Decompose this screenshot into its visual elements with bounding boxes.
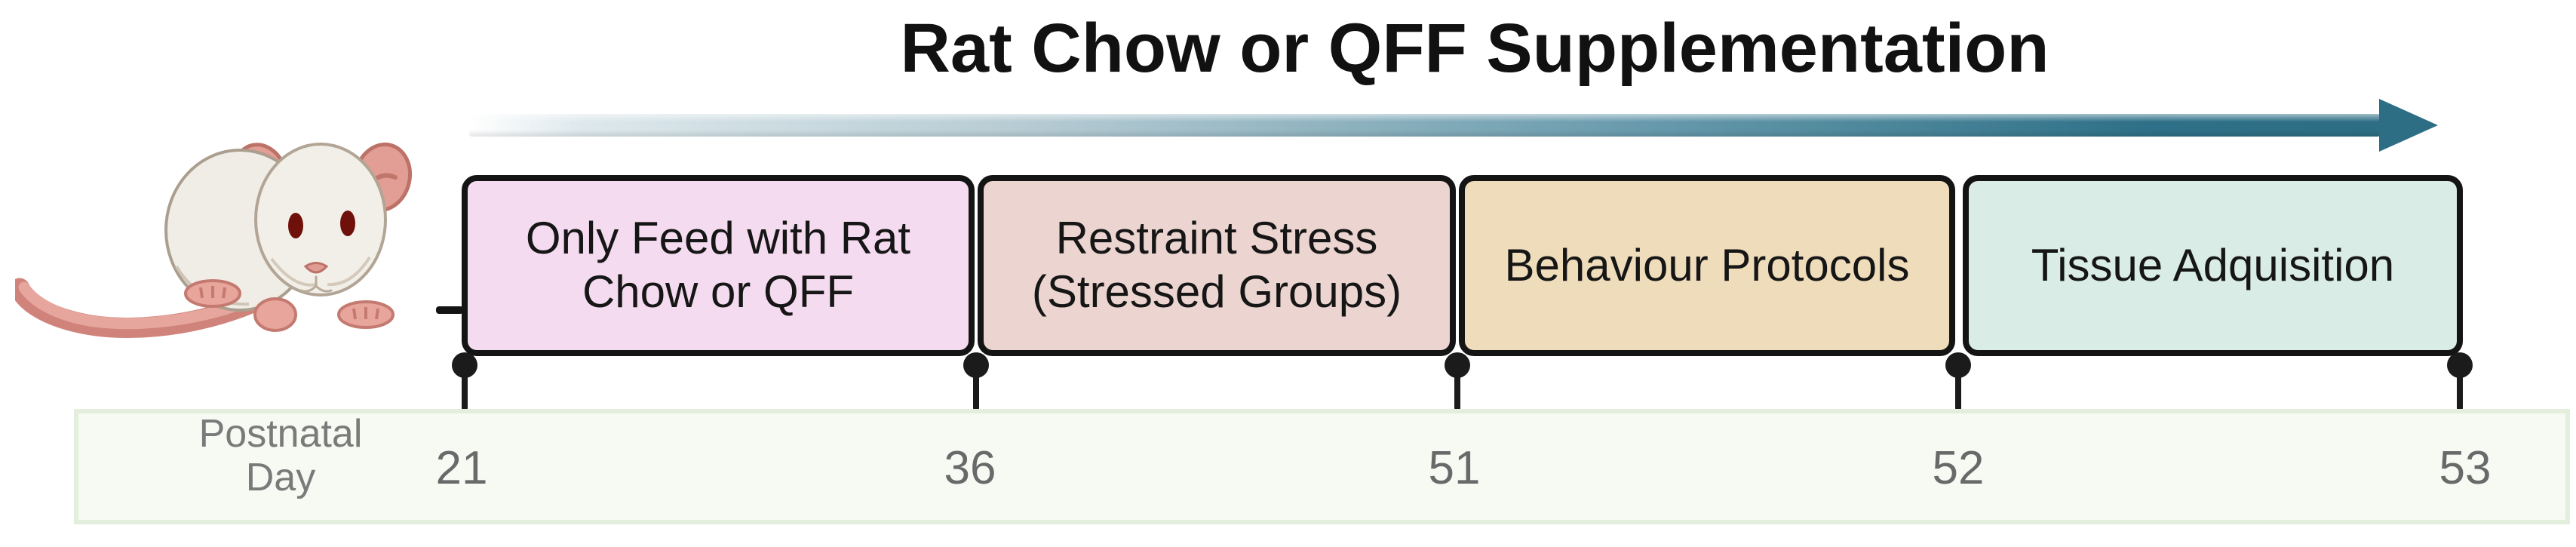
phase-label: Behaviour Protocols — [1504, 239, 1910, 290]
rat-head — [254, 143, 387, 297]
phase-box-tissue-adquisition: Tissue Adquisition — [1963, 175, 2463, 356]
phase-box-feed-only: Only Feed with Rat Chow or QFF — [462, 175, 975, 356]
day-label: 36 — [944, 442, 996, 494]
day-label: 52 — [1932, 442, 1985, 494]
connector-dot — [452, 352, 477, 378]
phase-box-restraint-stress: Restraint Stress (Stressed Groups) — [978, 175, 1456, 356]
supplementation-arrow-shaft — [469, 114, 2381, 137]
axis-label: Postnatal Day — [198, 412, 363, 500]
timeline-start-tick — [436, 306, 463, 314]
day-label: 53 — [2439, 442, 2492, 494]
postnatal-day-axis — [74, 409, 2570, 524]
rat-nose — [303, 262, 329, 274]
phase-label: Only Feed with Rat Chow or QFF — [525, 213, 911, 317]
connector-stem — [1454, 374, 1460, 410]
rat-hind-paw — [253, 297, 297, 332]
rat-icon — [15, 142, 413, 338]
rat-toes-left — [199, 286, 226, 299]
figure-title: Rat Chow or QFF Supplementation — [900, 10, 2049, 87]
rat-right-eye — [340, 211, 355, 236]
connector-stem — [1955, 374, 1961, 410]
phase-label: Tissue Adquisition — [2031, 239, 2395, 290]
connector-dot — [1445, 352, 1470, 378]
rat-left-eye — [288, 213, 303, 238]
day-label: 21 — [435, 442, 488, 494]
connector-stem — [2457, 374, 2463, 410]
phase-label: Restraint Stress (Stressed Groups) — [1031, 213, 1402, 317]
connector-stem — [462, 374, 468, 410]
phase-box-behaviour-protocols: Behaviour Protocols — [1459, 175, 1955, 356]
connector-dot — [963, 352, 989, 378]
supplementation-arrow-head-icon — [2379, 99, 2438, 152]
connector-stem — [973, 374, 979, 410]
connector-dot — [1945, 352, 1971, 378]
day-label: 51 — [1428, 442, 1481, 494]
rat-toes-right — [352, 307, 379, 320]
connector-dot — [2447, 352, 2473, 378]
rat-muzzle-lines — [270, 256, 371, 287]
rat-mouth — [299, 275, 333, 293]
